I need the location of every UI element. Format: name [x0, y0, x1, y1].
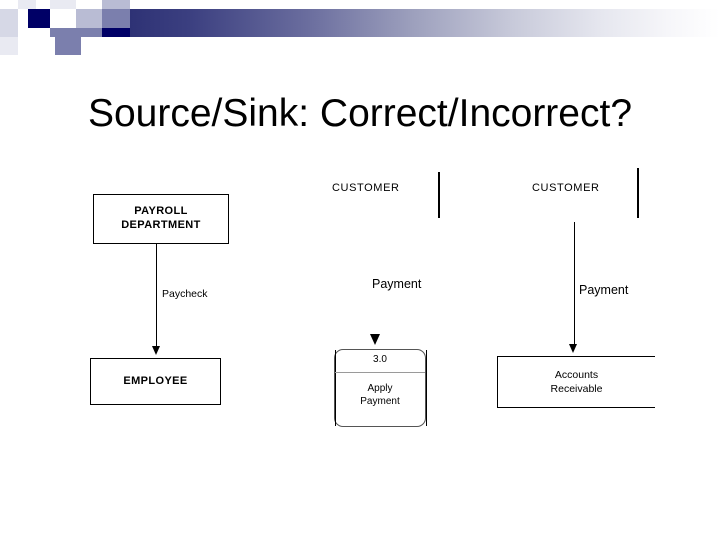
header-gradient-band — [130, 9, 720, 37]
accounts-receivable-store[interactable]: Accounts Receivable — [497, 356, 655, 408]
apply-payment-process-box[interactable]: 3.0 Apply Payment — [334, 349, 427, 427]
payroll-department-line2: DEPARTMENT — [121, 219, 201, 231]
process-right-edge — [425, 350, 427, 426]
header-square-vpale-a — [18, 0, 36, 9]
apply-payment-process-number: 3.0 — [373, 354, 387, 365]
accounts-receivable-label: Accounts Receivable — [551, 368, 603, 396]
apply-payment-line2: Payment — [360, 396, 400, 407]
customer-right-label: CUSTOMER — [532, 182, 600, 194]
paycheck-flow-label: Paycheck — [162, 288, 208, 300]
header-square-light-b — [102, 0, 130, 9]
accounts-receivable-line2: Receivable — [550, 383, 603, 395]
employee-box[interactable]: EMPLOYEE — [90, 358, 221, 405]
accounts-receivable-line1: Accounts — [554, 368, 599, 381]
header-square-mid-b — [50, 28, 76, 37]
header-square-vpale-c — [0, 37, 18, 55]
payment-right-arrow-line — [573, 222, 575, 348]
page-title: Source/Sink: Correct/Incorrect? — [87, 92, 633, 136]
header-square-dark-b — [102, 28, 130, 37]
payroll-department-line1: PAYROLL — [134, 205, 188, 218]
header-square-pale-a — [0, 9, 18, 37]
payroll-department-box[interactable]: PAYROLL DEPARTMENT — [93, 194, 229, 244]
header-square-mid-d — [55, 37, 81, 55]
payroll-department-label: PAYROLL DEPARTMENT — [121, 205, 201, 233]
payment-flow-middle-label: Payment — [372, 277, 422, 291]
header-square-mid-a — [102, 9, 130, 28]
payment-flow-right-label: Payment — [579, 283, 629, 297]
customer-middle-label: CUSTOMER — [332, 182, 400, 194]
customer-middle-entity-edge — [438, 172, 440, 218]
header-square-vpale-b — [50, 0, 76, 9]
apply-payment-line1: Apply — [367, 383, 393, 394]
apply-payment-process-name: Apply Payment — [335, 382, 425, 408]
paycheck-arrow-line — [156, 244, 158, 348]
header-banner — [0, 0, 720, 56]
payment-middle-arrow-head-icon — [370, 334, 380, 345]
customer-right-entity-edge — [637, 168, 639, 218]
header-square-dark — [28, 9, 50, 28]
payment-right-arrow-head-icon — [569, 344, 577, 353]
process-divider — [335, 372, 425, 373]
header-square-light-a — [76, 9, 102, 28]
header-square-mid-c — [76, 28, 102, 37]
process-left-edge — [335, 350, 337, 426]
paycheck-arrow-head-icon — [151, 346, 160, 355]
employee-label: EMPLOYEE — [123, 374, 188, 387]
